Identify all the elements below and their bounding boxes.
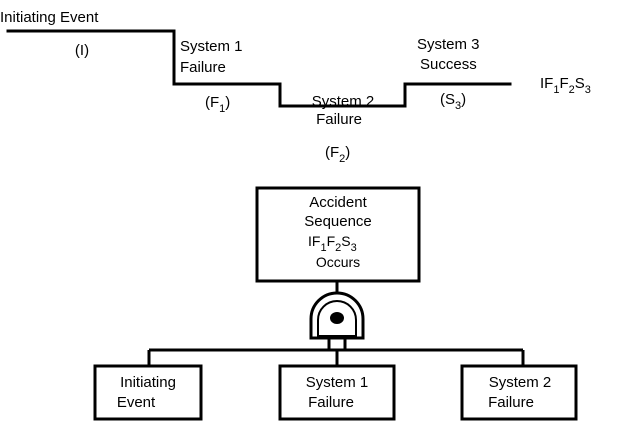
top-event-sequence: IF1F2S3 bbox=[308, 233, 357, 254]
system1-label-line1: System 1 bbox=[180, 38, 243, 55]
input-box-initiating-event bbox=[93, 364, 203, 421]
top-event-line2: Sequence bbox=[304, 213, 372, 230]
input3-line2: Failure bbox=[488, 394, 534, 411]
system3-label-line2: Success bbox=[420, 56, 477, 73]
input2-line2: Failure bbox=[308, 394, 354, 411]
top-event-line1: Accident bbox=[309, 194, 367, 211]
input3-line1: System 2 bbox=[489, 374, 552, 391]
input2-line1: System 1 bbox=[306, 374, 369, 391]
sequence-label: IF1F2S3 bbox=[540, 75, 591, 96]
system3-label-line1: System 3 bbox=[417, 36, 480, 53]
input1-line2: Event bbox=[117, 394, 156, 411]
initiating-event-label: Initiating Event bbox=[0, 9, 99, 26]
system2-symbol: (F2) bbox=[325, 144, 350, 165]
gate-input-lines bbox=[147, 338, 525, 366]
event-sequence-path bbox=[6, 29, 512, 108]
system1-label-line2: Failure bbox=[180, 59, 226, 76]
input1-line1: Initiating bbox=[120, 374, 176, 391]
input-box-system2-failure bbox=[460, 364, 578, 421]
and-gate-icon bbox=[309, 291, 365, 340]
initiating-event-symbol: (I) bbox=[75, 42, 89, 59]
input-box-system1-failure bbox=[278, 364, 396, 421]
system2-label-line1: System 2 bbox=[312, 93, 375, 110]
system2-label-line2: Failure bbox=[316, 111, 362, 128]
top-event-line4: Occurs bbox=[316, 254, 360, 270]
system1-symbol: (F1) bbox=[205, 94, 230, 115]
fault-tree: Accident Sequence IF1F2S3 Occurs Initiat… bbox=[93, 186, 578, 421]
event-tree bbox=[6, 29, 512, 108]
system3-symbol: (S3) bbox=[440, 91, 466, 112]
